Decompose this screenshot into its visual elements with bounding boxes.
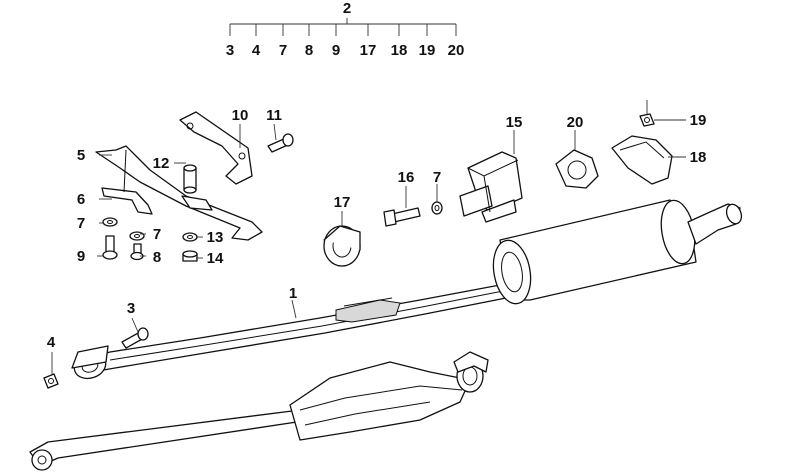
leader-lines <box>51 100 686 374</box>
front-pipe <box>71 284 507 380</box>
group-sub-label: 18 <box>391 42 408 59</box>
part-label-12: 12 <box>153 155 170 172</box>
bolt-and-nut <box>43 327 149 389</box>
part-label-9: 9 <box>77 248 85 265</box>
group-sub-label: 7 <box>279 42 287 59</box>
part-label-19: 19 <box>690 112 707 129</box>
part-label-5: 5 <box>77 147 85 164</box>
group-sub-label: 3 <box>226 42 234 59</box>
part-label-7: 7 <box>77 215 85 232</box>
ring-clamp <box>555 149 599 189</box>
part-label-11: 11 <box>266 107 282 124</box>
part-label-4: 4 <box>47 334 56 351</box>
part-label-7: 7 <box>433 169 441 186</box>
support-bracket <box>95 111 263 241</box>
group-sub-label: 20 <box>448 42 465 59</box>
part-label-16: 16 <box>398 169 415 186</box>
part-label-20: 20 <box>567 114 584 131</box>
group-sub-label: 4 <box>252 42 261 59</box>
part-label-18: 18 <box>690 149 707 166</box>
part-labels: 1 3 4 5 6 7 9 8 7 10 11 12 13 14 17 16 7… <box>47 107 707 351</box>
clamp-18 <box>611 113 673 185</box>
group-sub-label: 17 <box>360 42 377 59</box>
rear-muffler <box>492 199 743 305</box>
part-label-15: 15 <box>506 114 523 131</box>
group-sub-label: 19 <box>419 42 436 59</box>
part-label-1: 1 <box>289 285 297 302</box>
group-label: 2 <box>343 0 351 17</box>
clamp-15 <box>459 151 523 223</box>
rubber-ring <box>323 225 361 267</box>
group-sub-label: 8 <box>305 42 313 59</box>
catalytic-converter-pipe <box>29 351 489 471</box>
part-label-10: 10 <box>232 107 249 124</box>
fastener-cluster <box>102 133 294 262</box>
group-sub-label: 9 <box>332 42 340 59</box>
part-label-3: 3 <box>127 300 135 317</box>
part-label-6: 6 <box>77 191 85 208</box>
bolt-and-washer <box>383 201 443 227</box>
group-2-header: 2 3 4 7 8 9 17 18 19 20 <box>226 0 465 59</box>
part-label-8: 8 <box>153 249 161 266</box>
part-label-14: 14 <box>207 250 224 267</box>
part-label-17: 17 <box>334 194 351 211</box>
part-label-7: 7 <box>153 226 161 243</box>
part-label-13: 13 <box>207 229 224 246</box>
